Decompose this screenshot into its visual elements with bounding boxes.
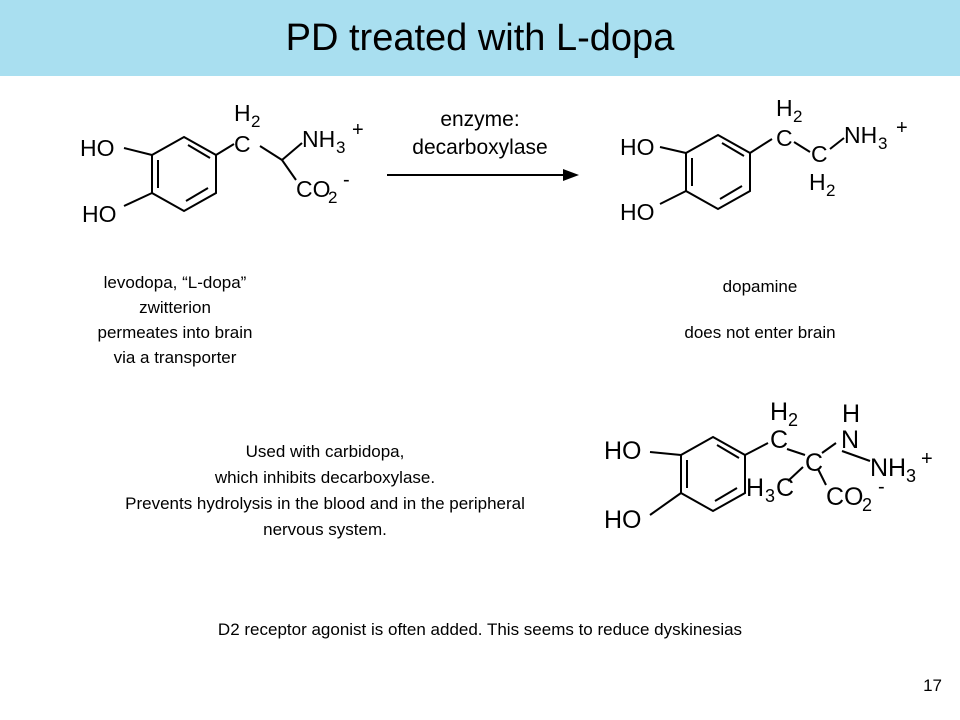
slide-title: PD treated with L-dopa <box>285 17 675 59</box>
atom-label: C <box>805 449 823 477</box>
methyl-label: C <box>776 474 794 502</box>
hydroxyl-label: HO <box>620 134 655 160</box>
atom-label: C <box>811 141 828 167</box>
subscript: 2 <box>793 107 802 126</box>
atom-label: H <box>842 400 860 428</box>
hydroxyl-label: HO <box>604 437 642 465</box>
carbidopa-note-2: which inhibits decarboxylase. <box>214 468 436 487</box>
hydroxyl-label: HO <box>620 199 655 225</box>
reaction-arrow <box>387 169 579 181</box>
ammonium-label: NH <box>844 122 877 148</box>
methyl-label: H <box>746 474 764 502</box>
subscript: 2 <box>251 112 260 131</box>
atom-label: N <box>841 426 859 454</box>
enzyme-label: enzyme: <box>440 108 520 131</box>
atom-label: H <box>234 100 251 126</box>
dopamine-note: does not enter brain <box>684 323 836 342</box>
levodopa-structure: HO HO H 2 C NH 3 + CO 2 - <box>80 100 364 227</box>
atom-label: H <box>770 398 788 426</box>
d2-agonist-note: D2 receptor agonist is often added. This… <box>217 620 743 639</box>
atom-label: H <box>809 169 826 195</box>
levodopa-caption-2: zwitterion <box>139 298 211 317</box>
title-bar <box>0 0 960 76</box>
hydroxyl-label: HO <box>82 201 117 227</box>
carbidopa-structure: HO HO H 2 C C H N NH 3 + H 3 C CO 2 - <box>604 398 933 534</box>
subscript: 2 <box>862 495 872 515</box>
atom-label: C <box>776 125 793 151</box>
subscript: 2 <box>826 181 835 200</box>
subscript: 2 <box>328 188 337 207</box>
subscript: 3 <box>906 466 916 486</box>
hydroxyl-label: HO <box>604 506 642 534</box>
charge-minus: - <box>343 169 350 191</box>
carboxylate-label: CO <box>296 176 331 202</box>
dopamine-name: dopamine <box>722 277 798 296</box>
subscript: 3 <box>765 486 775 506</box>
atom-label: C <box>770 426 788 454</box>
carboxylate-label: CO <box>826 483 864 511</box>
carbidopa-note-1: Used with carbidopa, <box>245 442 405 461</box>
levodopa-caption-3: permeates into brain <box>97 323 253 342</box>
subscript: 3 <box>878 134 887 153</box>
page-number: 17 <box>923 676 942 695</box>
charge-plus: + <box>921 448 933 470</box>
dopamine-structure: HO HO H 2 C C H 2 NH 3 + <box>620 95 908 225</box>
charge-plus: + <box>896 117 908 139</box>
carbidopa-note-4: nervous system. <box>263 520 387 539</box>
enzyme-name: decarboxylase <box>412 136 548 159</box>
ammonium-label: NH <box>870 454 906 482</box>
levodopa-caption-4: via a transporter <box>113 348 237 367</box>
subscript: 2 <box>788 410 798 430</box>
ammonium-label: NH <box>302 126 335 152</box>
atom-label: C <box>234 131 251 157</box>
atom-label: H <box>776 95 793 121</box>
carbidopa-note-3: Prevents hydrolysis in the blood and in … <box>125 494 525 513</box>
charge-minus: - <box>878 476 885 498</box>
hydroxyl-label: HO <box>80 135 115 161</box>
levodopa-caption-1: levodopa, “L-dopa” <box>103 273 247 292</box>
charge-plus: + <box>352 119 364 141</box>
subscript: 3 <box>336 138 345 157</box>
